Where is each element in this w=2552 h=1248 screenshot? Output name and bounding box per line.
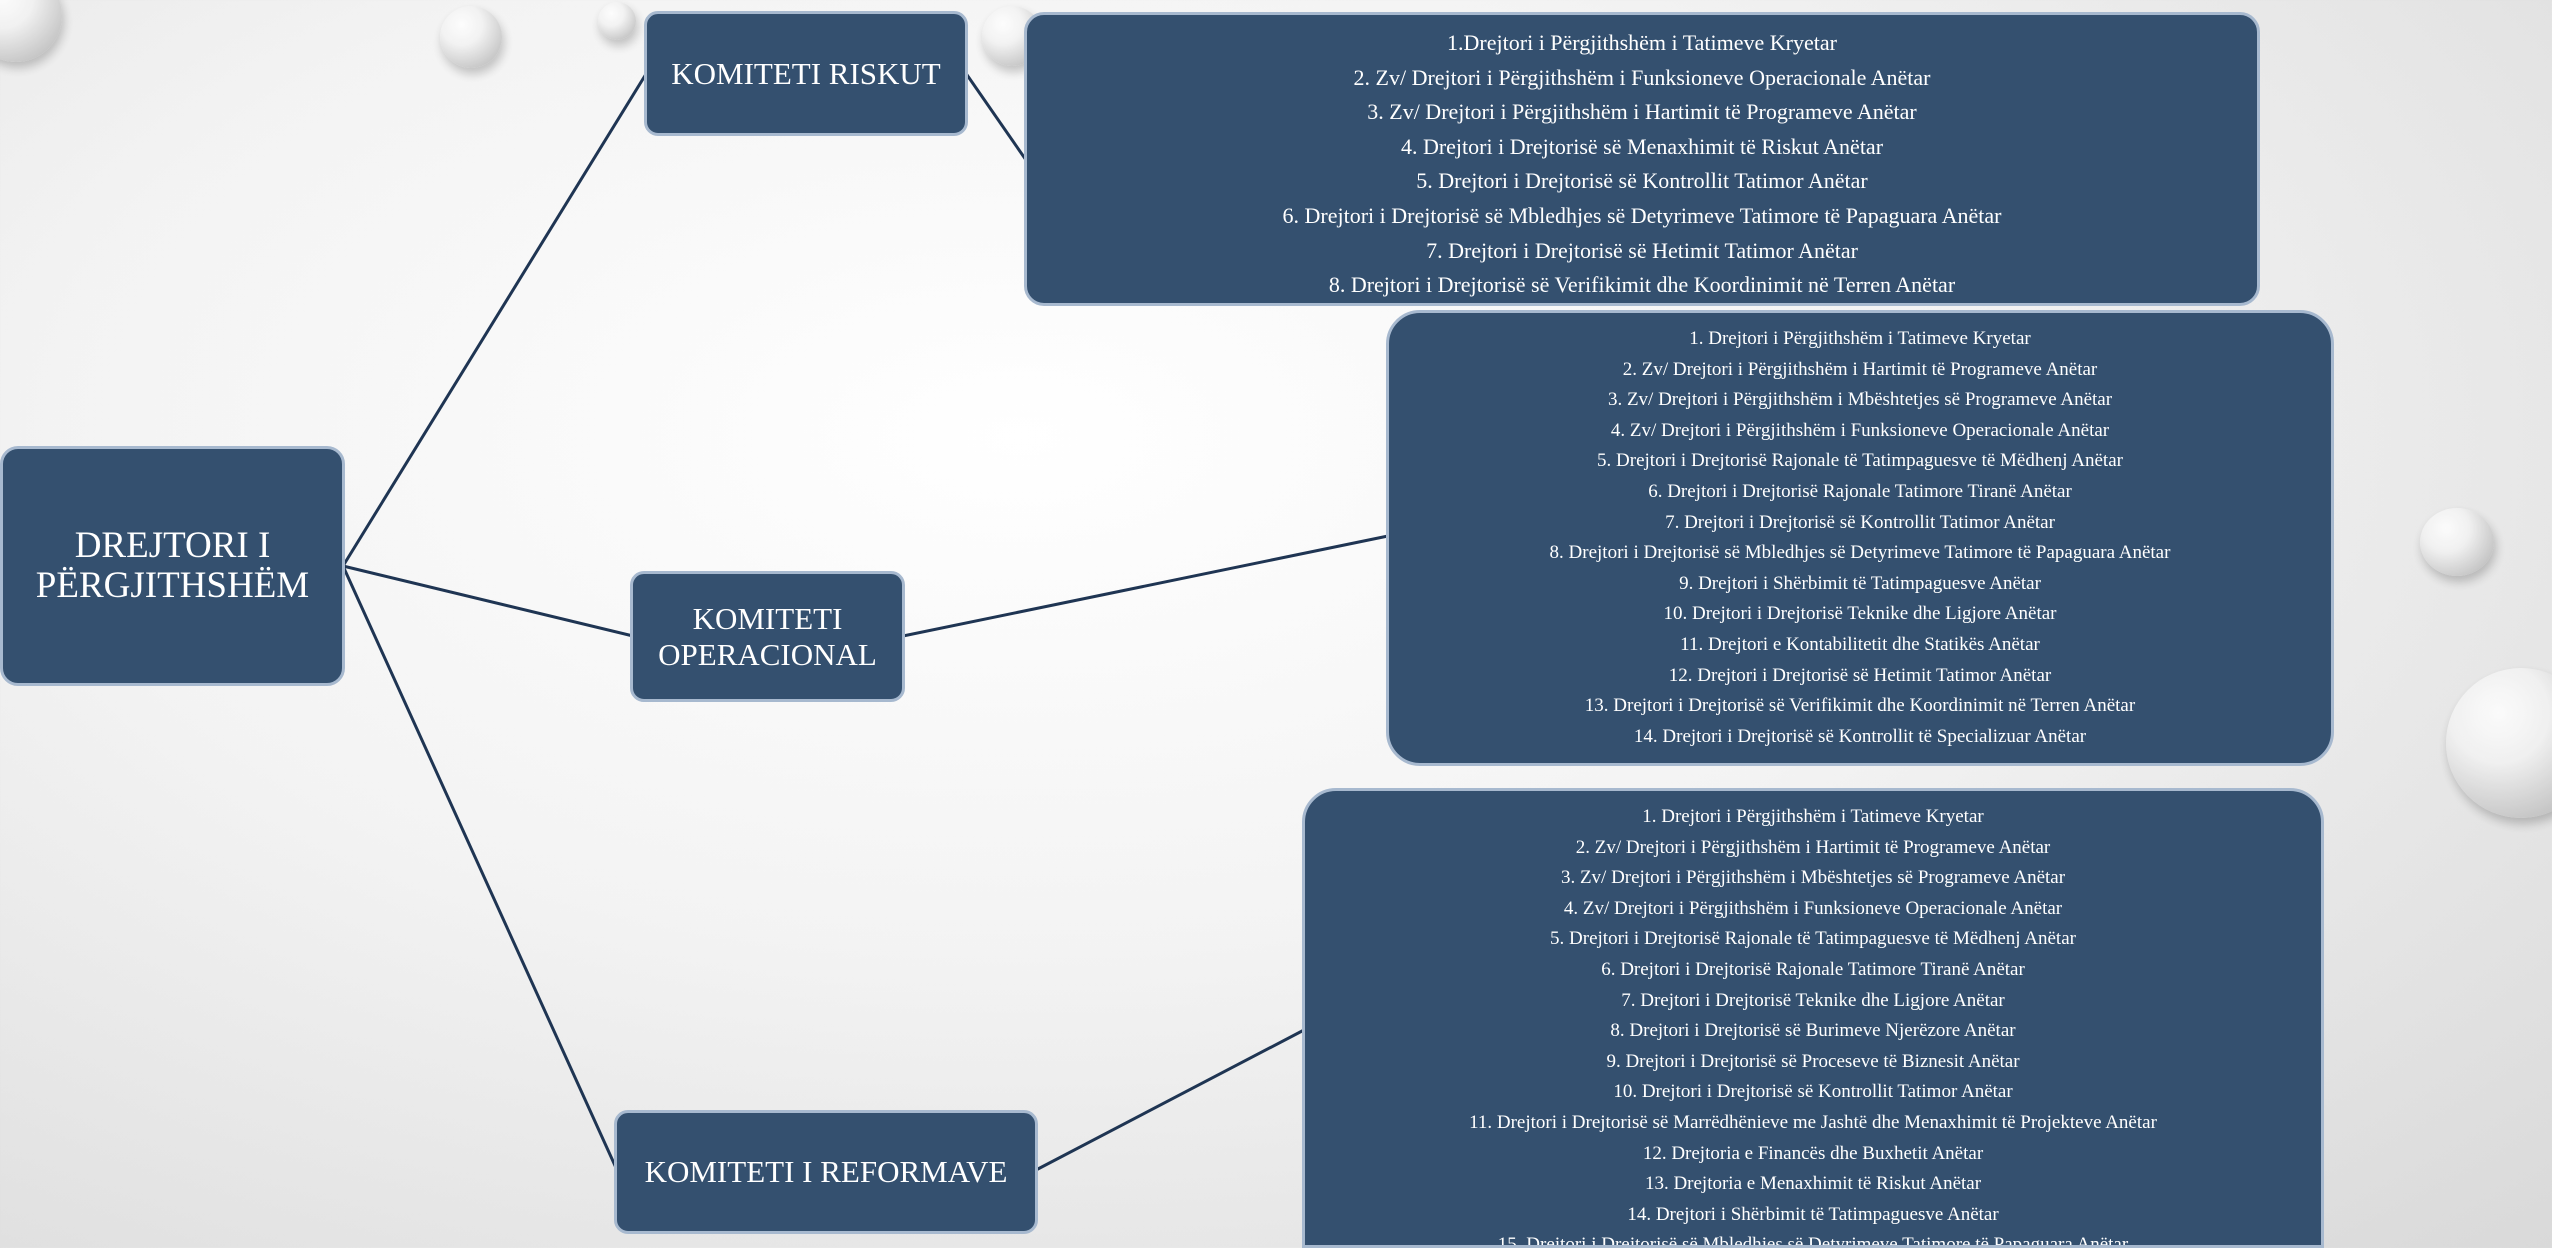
member-list-item: 7. Drejtori i Drejtorisë së Hetimit Tati… bbox=[1426, 237, 1858, 263]
member-list-item: 14. Drejtori i Drejtorisë së Kontrollit … bbox=[1633, 725, 2087, 747]
member-list-item: 11. Drejtori e Kontabilitetit dhe Statik… bbox=[1680, 633, 2040, 655]
root-node-director-general: DREJTORI I PËRGJITHSHËM bbox=[0, 446, 345, 686]
member-list-item: 6. Drejtori i Drejtorisë Rajonale Tatimo… bbox=[1648, 480, 2072, 502]
connector-root-riskut bbox=[341, 73, 648, 567]
member-list-item: 7. Drejtori i Drejtorisë së Kontrollit T… bbox=[1665, 511, 2055, 533]
connector-riskut-list bbox=[963, 71, 1028, 161]
member-list-item: 8. Drejtori i Drejtorisë së Burimeve Nje… bbox=[1610, 1020, 2016, 1042]
member-list-item: 9. Drejtori i Drejtorisë së Proceseve të… bbox=[1606, 1050, 2020, 1072]
member-list-riskut: 1.Drejtori i Përgjithshëm i Tatimeve Kry… bbox=[1024, 12, 2260, 306]
member-list-item: 11. Drejtori i Drejtorisë së Marrëdhënie… bbox=[1469, 1111, 2157, 1133]
member-list-item: 2. Zv/ Drejtori i Përgjithshëm i Funksio… bbox=[1353, 64, 1931, 90]
connector-root-reformave bbox=[341, 565, 619, 1171]
root-node-label: DREJTORI I PËRGJITHSHËM bbox=[35, 525, 310, 606]
connector-operacional-list bbox=[902, 534, 1389, 638]
water-drop-decoration bbox=[598, 2, 636, 40]
member-list-item: 1.Drejtori i Përgjithshëm i Tatimeve Kry… bbox=[1447, 30, 1837, 55]
member-list-item: 1. Drejtori i Përgjithshëm i Tatimeve Kr… bbox=[1642, 806, 1984, 827]
member-list-item: 12. Drejtoria e Financës dhe Buxhetit An… bbox=[1642, 1142, 1984, 1164]
member-list-item: 5. Drejtori i Drejtorisë Rajonale të Tat… bbox=[1597, 450, 2123, 472]
water-drop-decoration bbox=[2420, 508, 2494, 576]
member-list-item: 7. Drejtori i Drejtorisë Teknike dhe Lig… bbox=[1621, 989, 2005, 1011]
member-list-item: 2. Zv/ Drejtori i Përgjithshëm i Hartimi… bbox=[1575, 836, 2051, 858]
member-list-item: 5. Drejtori i Drejtorisë Rajonale të Tat… bbox=[1550, 928, 2076, 950]
member-list-item: 5. Drejtori i Drejtorisë së Kontrollit T… bbox=[1416, 168, 1868, 194]
member-list-item: 9. Drejtori i Shërbimit të Tatimpaguesve… bbox=[1679, 572, 2041, 594]
member-list-item: 13. Drejtori i Drejtorisë së Verifikimit… bbox=[1584, 695, 2136, 717]
member-list-item: 14. Drejtori i Shërbimit të Tatimpaguesv… bbox=[1627, 1203, 1999, 1225]
committee-node-operacional: KOMITETI OPERACIONAL bbox=[630, 571, 905, 702]
member-list-item: 4. Zv/ Drejtori i Përgjithshëm i Funksio… bbox=[1610, 419, 2110, 441]
member-list-item: 4. Zv/ Drejtori i Përgjithshëm i Funksio… bbox=[1563, 897, 2063, 919]
member-list-reformave: 1. Drejtori i Përgjithshëm i Tatimeve Kr… bbox=[1302, 788, 2324, 1248]
member-list-item: 2. Zv/ Drejtori i Përgjithshëm i Hartimi… bbox=[1622, 358, 2098, 380]
member-list-item: 15. Drejtori i Drejtorisë së Mbledhjes s… bbox=[1497, 1234, 2129, 1248]
member-list-item: 6. Drejtori i Drejtorisë Rajonale Tatimo… bbox=[1601, 958, 2025, 980]
member-list-item: 8. Drejtori i Drejtorisë së Mbledhjes së… bbox=[1549, 542, 2171, 564]
committee-label: KOMITETI I REFORMAVE bbox=[644, 1154, 1008, 1189]
member-list-item: 4. Drejtori i Drejtorisë së Menaxhimit t… bbox=[1400, 133, 1884, 159]
water-drop-decoration bbox=[440, 6, 502, 68]
committee-label: KOMITETI RISKUT bbox=[671, 55, 941, 91]
member-list-item: 3. Zv/ Drejtori i Përgjithshëm i Mbështe… bbox=[1607, 389, 2113, 411]
member-list-item: 13. Drejtoria e Menaxhimit të Riskut Anë… bbox=[1644, 1173, 1982, 1195]
committee-label: KOMITETI OPERACIONAL bbox=[658, 600, 877, 672]
member-list-item: 1. Drejtori i Përgjithshëm i Tatimeve Kr… bbox=[1689, 328, 2031, 349]
connector-root-operacional bbox=[342, 564, 634, 638]
member-list-item: 10. Drejtori i Drejtorisë Teknike dhe Li… bbox=[1663, 603, 2057, 625]
member-list-item: 8. Drejtori i Drejtorisë së Verifikimit … bbox=[1328, 272, 1956, 298]
committee-node-reformave: KOMITETI I REFORMAVE bbox=[614, 1110, 1038, 1234]
connector-reformave-list bbox=[1035, 1028, 1305, 1172]
member-list-item: 12. Drejtori i Drejtorisë së Hetimit Tat… bbox=[1668, 664, 2052, 686]
member-list-item: 3. Zv/ Drejtori i Përgjithshëm i Hartimi… bbox=[1367, 99, 1917, 125]
member-list-item: 10. Drejtori i Drejtorisë së Kontrollit … bbox=[1613, 1081, 2013, 1103]
member-list-item: 3. Zv/ Drejtori i Përgjithshëm i Mbështe… bbox=[1560, 867, 2066, 889]
committee-node-riskut: KOMITETI RISKUT bbox=[644, 11, 968, 136]
member-list-operacional: 1. Drejtori i Përgjithshëm i Tatimeve Kr… bbox=[1386, 310, 2334, 766]
member-list-item: 6. Drejtori i Drejtorisë së Mbledhjes së… bbox=[1282, 202, 2002, 228]
